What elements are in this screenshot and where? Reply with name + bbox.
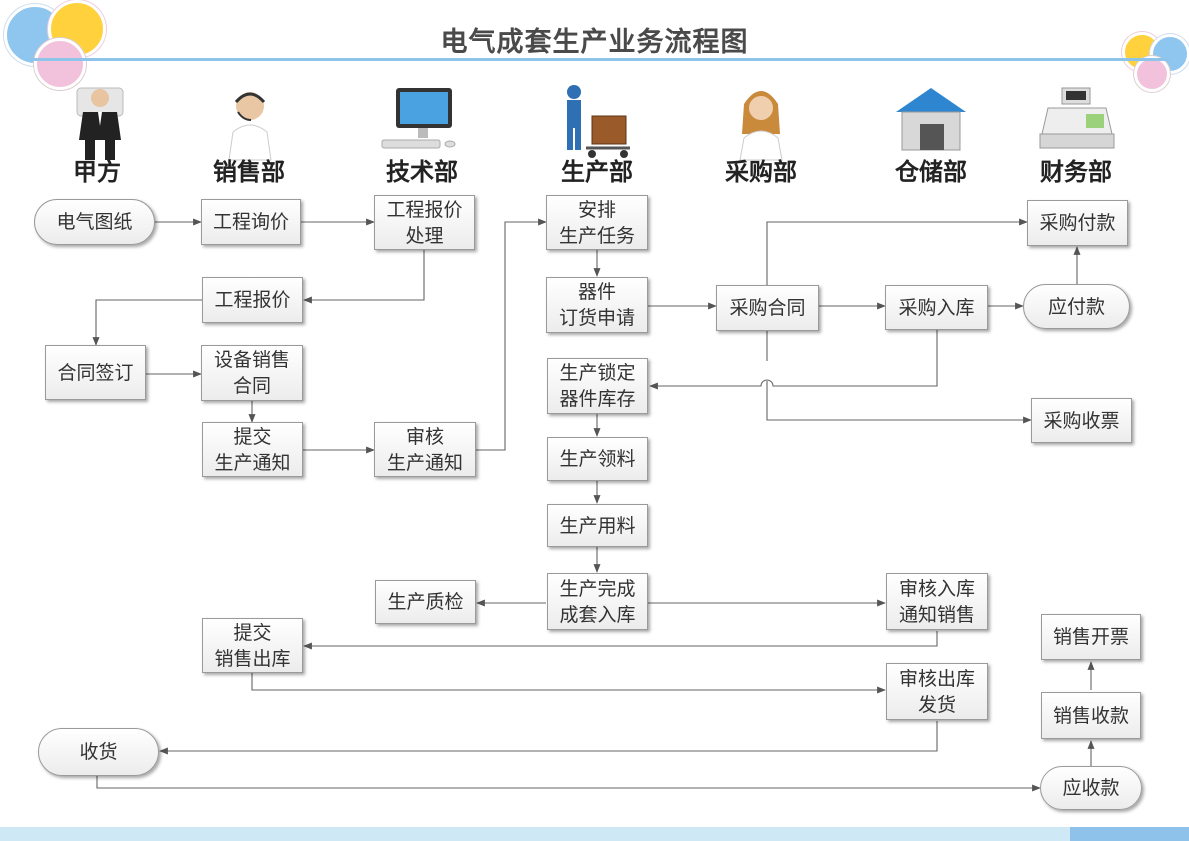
footer-bar-light <box>0 827 1070 841</box>
cash-register-icon <box>1039 87 1115 149</box>
node-receive-goods[interactable]: 收货 <box>38 728 159 776</box>
edge-pinbound-to-lock <box>649 330 938 390</box>
node-material-pick[interactable]: 生产领料 <box>547 437 648 481</box>
edge-review-to-arrange <box>476 218 547 451</box>
dept-label-warehouse: 仓储部 <box>895 158 967 186</box>
node-purchase-contract[interactable]: 采购合同 <box>716 285 819 331</box>
node-submit-production-notice[interactable]: 提交 生产通知 <box>202 422 303 477</box>
computer-monitor-icon <box>381 88 456 149</box>
business-person-icon <box>76 87 124 160</box>
node-receivable[interactable]: 应收款 <box>1040 766 1142 810</box>
dept-label-production: 生产部 <box>561 158 633 186</box>
decor-circle-pink-right <box>1134 56 1170 92</box>
node-electric-drawing[interactable]: 电气图纸 <box>34 199 155 245</box>
edge-reviewin-to-outbound <box>303 631 938 650</box>
warehouse-building-icon <box>896 88 966 151</box>
node-lock-inventory[interactable]: 生产锁定 器件库存 <box>547 358 648 414</box>
edge-quote-to-contract <box>92 299 202 346</box>
node-review-outbound[interactable]: 审核出库 发货 <box>886 663 988 720</box>
node-contract-signing[interactable]: 合同签订 <box>45 345 146 400</box>
decor-circle-pink-left <box>34 38 86 90</box>
edge-quoteproc-to-quote <box>303 250 425 304</box>
node-review-production-notice[interactable]: 审核 生产通知 <box>374 422 476 477</box>
node-purchase-payment[interactable]: 采购付款 <box>1027 200 1128 246</box>
dept-label-sales: 销售部 <box>213 158 285 186</box>
node-material-use[interactable]: 生产用料 <box>547 504 648 547</box>
node-purchase-invoice[interactable]: 采购收票 <box>1031 398 1132 443</box>
node-equipment-contract[interactable]: 设备销售 合同 <box>201 345 303 401</box>
edge-outbound-to-reviewout <box>251 672 886 694</box>
node-quote-processing[interactable]: 工程报价 处理 <box>374 195 475 250</box>
footer-bar-dark <box>1070 827 1189 841</box>
node-arrange-task[interactable]: 安排 生产任务 <box>546 195 648 250</box>
node-sales-invoice[interactable]: 销售开票 <box>1041 614 1141 660</box>
node-project-inquiry[interactable]: 工程询价 <box>201 199 301 245</box>
page-title: 电气成套生产业务流程图 <box>440 27 749 58</box>
node-submit-outbound[interactable]: 提交 销售出库 <box>202 618 303 673</box>
edge-pcontract-to-invoice <box>766 331 1031 420</box>
node-sales-receipt[interactable]: 销售收款 <box>1041 692 1141 739</box>
node-purchase-inbound[interactable]: 采购入库 <box>885 285 988 330</box>
node-project-quote[interactable]: 工程报价 <box>202 277 303 323</box>
dept-label-finance: 财务部 <box>1040 158 1112 186</box>
title-underline <box>30 58 1170 61</box>
dept-label-purchasing: 采购部 <box>725 158 797 186</box>
headset-operator-icon <box>228 92 272 161</box>
node-parts-order[interactable]: 器件 订货申请 <box>546 277 648 333</box>
edge-reviewout-to-receive <box>159 721 938 755</box>
dept-label-party-a: 甲方 <box>73 158 121 186</box>
node-payable[interactable]: 应付款 <box>1023 284 1130 329</box>
edge-receive-to-receivable <box>96 776 1041 792</box>
node-quality-check[interactable]: 生产质检 <box>375 580 476 624</box>
warehouse-worker-icon <box>567 85 630 158</box>
female-operator-icon <box>739 91 783 161</box>
node-review-inbound[interactable]: 审核入库 通知销售 <box>886 573 988 630</box>
edge-pcontract-to-payment <box>766 218 1028 285</box>
dept-label-tech: 技术部 <box>386 158 458 186</box>
node-production-complete[interactable]: 生产完成 成套入库 <box>547 573 648 630</box>
